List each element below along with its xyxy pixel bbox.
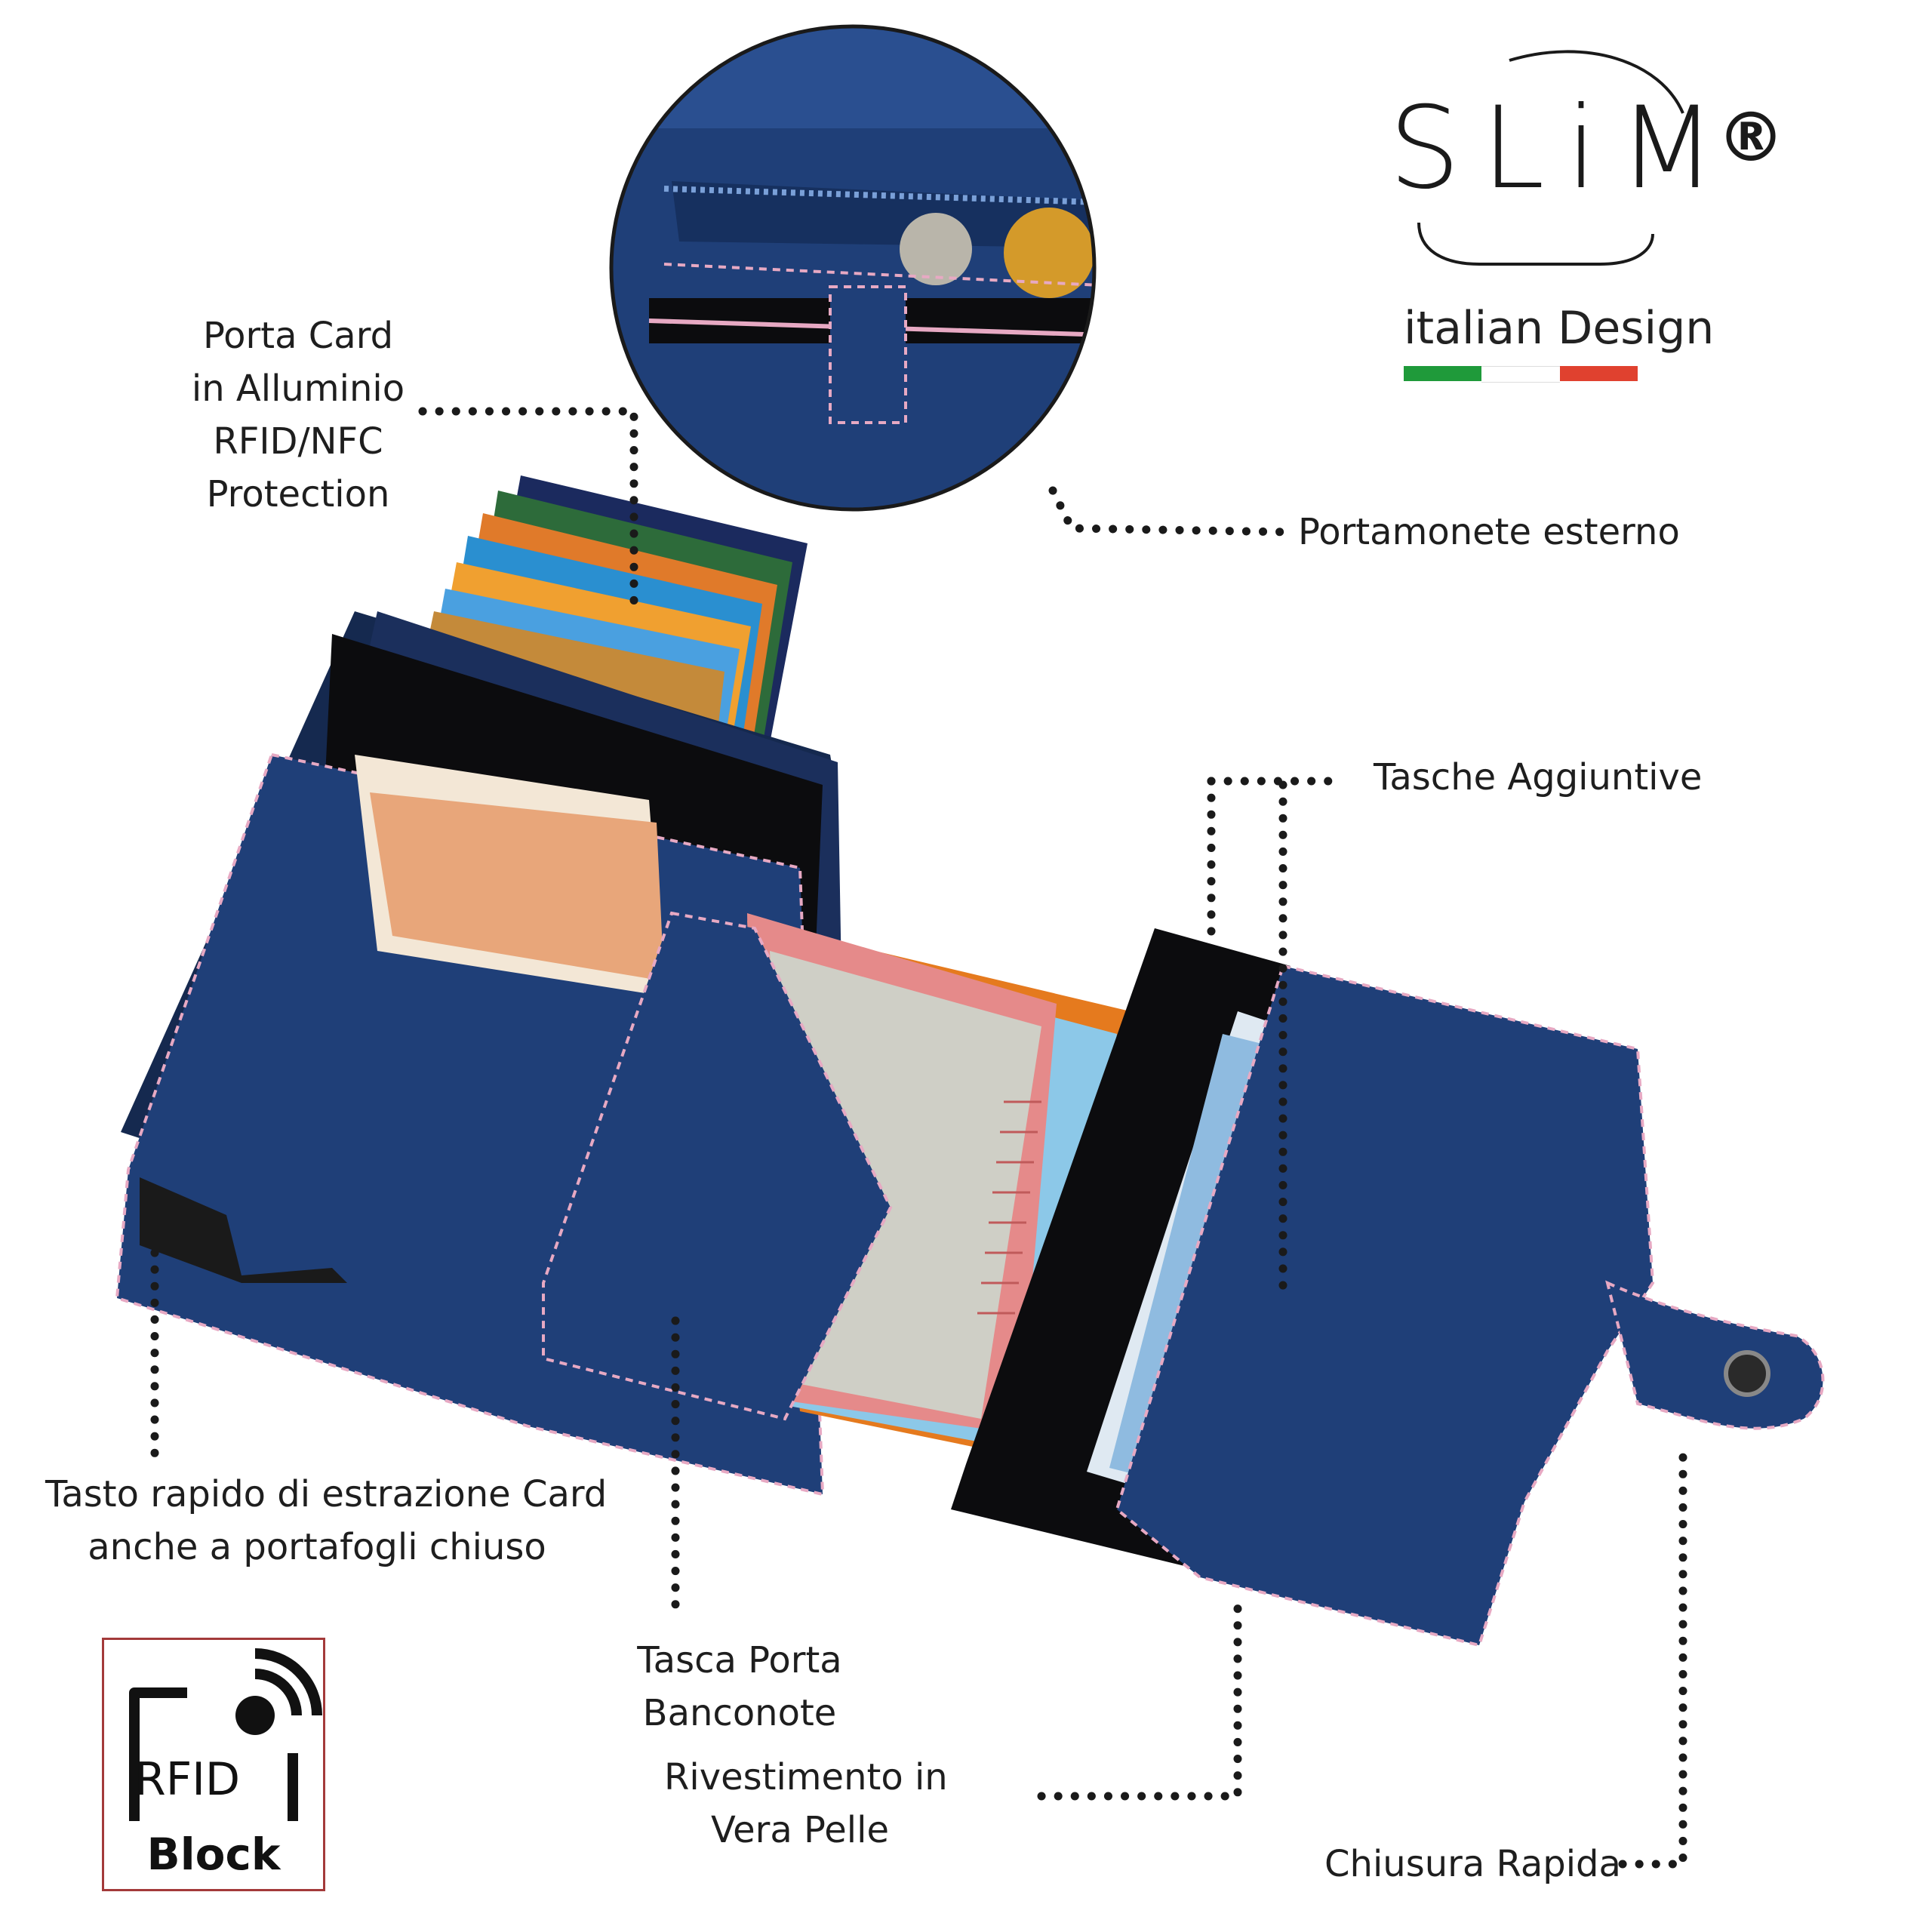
flag-green [1404,366,1482,381]
callout-tasca: Tasca Porta Banconote [626,1634,853,1740]
callout-line: RFID/NFC [213,420,383,463]
logo-wordmark: SLiM [1389,83,1737,214]
callout-rivestimento: Rivestimento in Vera Pelle [664,1751,948,1857]
callout-line: Protection [206,473,390,515]
italian-flag-bar [1404,366,1638,383]
callout-line: Tasca Porta [637,1639,842,1681]
brand-logo: SLiM ® italian Design [1389,83,1796,383]
wallet [115,611,1825,1647]
rfid-label: RFID [134,1753,241,1806]
callout-line: Banconote [642,1692,837,1734]
leader-lines [150,407,1687,1869]
callout-line: anche a portafogli chiuso [88,1526,546,1568]
callout-tasto: Tasto rapido di estrazione Card anche a … [45,1468,608,1574]
callout-line: Tasto rapido di estrazione Card [45,1473,608,1515]
rfid-block-label: Block [146,1829,281,1880]
callout-chiusura: Chiusura Rapida [1324,1843,1621,1885]
callout-line: in Alluminio [191,368,405,410]
brand-tagline: italian Design [1404,302,1715,355]
snap-button [1724,1350,1770,1397]
callout-line: Porta Card [202,315,394,357]
flag-white [1481,366,1560,383]
callout-tasche: Tasche Aggiuntive [1374,756,1703,798]
rfid-block-badge: RFID Block [102,1638,325,1891]
logo-arc [1509,50,1684,114]
callout-portamonete: Portamonete esterno [1298,511,1680,553]
registered-mark: ® [1717,98,1785,177]
callout-line: Rivestimento in [664,1756,948,1798]
callout-porta-card: Porta Card in Alluminio RFID/NFC Protect… [151,309,445,521]
rfid-icon [129,1648,322,1821]
zoom-detail-circle [609,24,1097,512]
callout-line: Vera Pelle [710,1809,889,1851]
flag-red [1559,366,1638,381]
logo-curve [1417,222,1654,266]
